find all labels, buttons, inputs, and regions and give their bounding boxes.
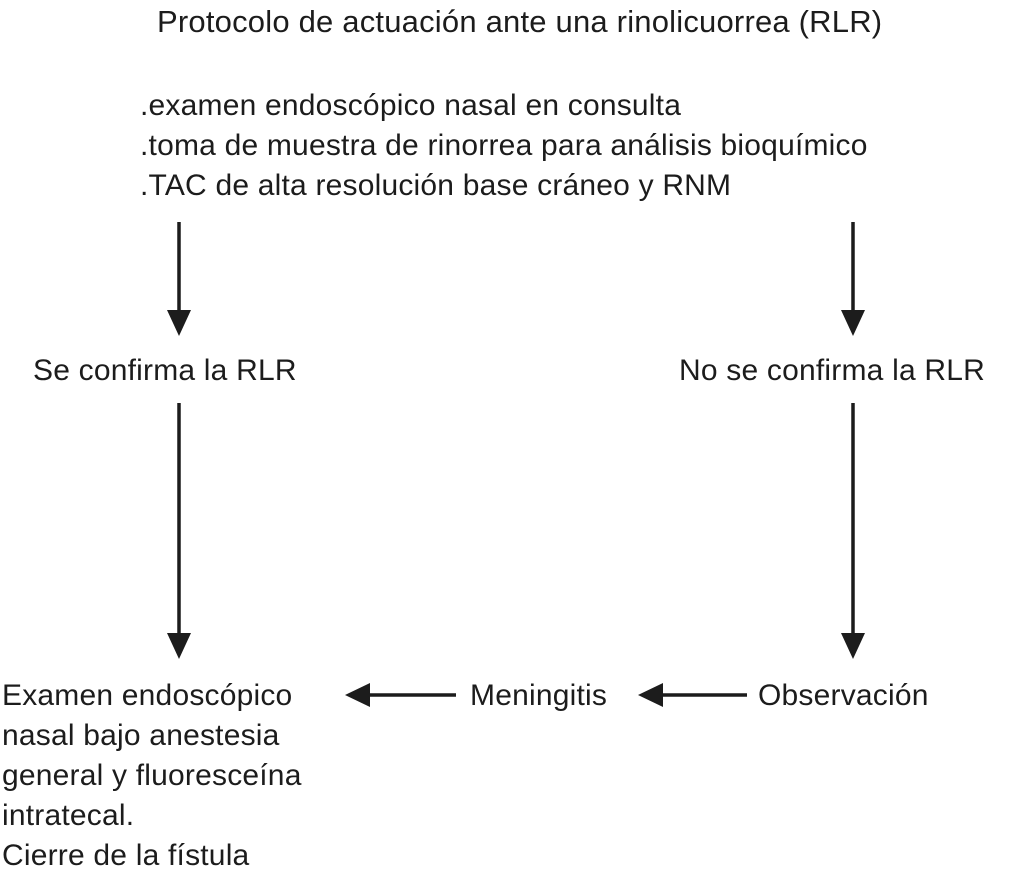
branch-label-confirmed: Se confirma la RLR: [33, 354, 297, 387]
protocol-step: .TAC de alta resolución base cráneo y RN…: [140, 169, 732, 202]
treatment-line: intratecal.: [2, 799, 135, 832]
treatment-line: general y fluoresceína: [2, 759, 302, 792]
treatment-text-block: Examen endoscópico nasal bajo anestesia …: [2, 676, 302, 876]
down-arrow-icon: [167, 222, 191, 336]
branch-label-not-confirmed: No se confirma la RLR: [679, 354, 985, 387]
protocol-step: .examen endoscópico nasal en consulta: [140, 89, 682, 122]
treatment-line: Cierre de la fístula: [2, 839, 250, 872]
observation-label: Observación: [758, 679, 929, 712]
diagram-title: Protocolo de actuación ante una rinolicu…: [157, 4, 883, 39]
treatment-line: nasal bajo anestesia: [2, 719, 280, 752]
down-arrow-icon: [841, 403, 865, 659]
protocol-step: .toma de muestra de rinorrea para anális…: [140, 129, 868, 162]
treatment-line: Examen endoscópico: [2, 679, 293, 712]
protocol-steps-list: .examen endoscópico nasal en consulta .t…: [140, 86, 868, 206]
down-arrow-icon: [167, 403, 191, 659]
down-arrow-icon: [841, 222, 865, 336]
left-arrow-icon: [345, 683, 456, 707]
left-arrow-icon: [638, 683, 747, 707]
meningitis-label: Meningitis: [470, 679, 608, 712]
